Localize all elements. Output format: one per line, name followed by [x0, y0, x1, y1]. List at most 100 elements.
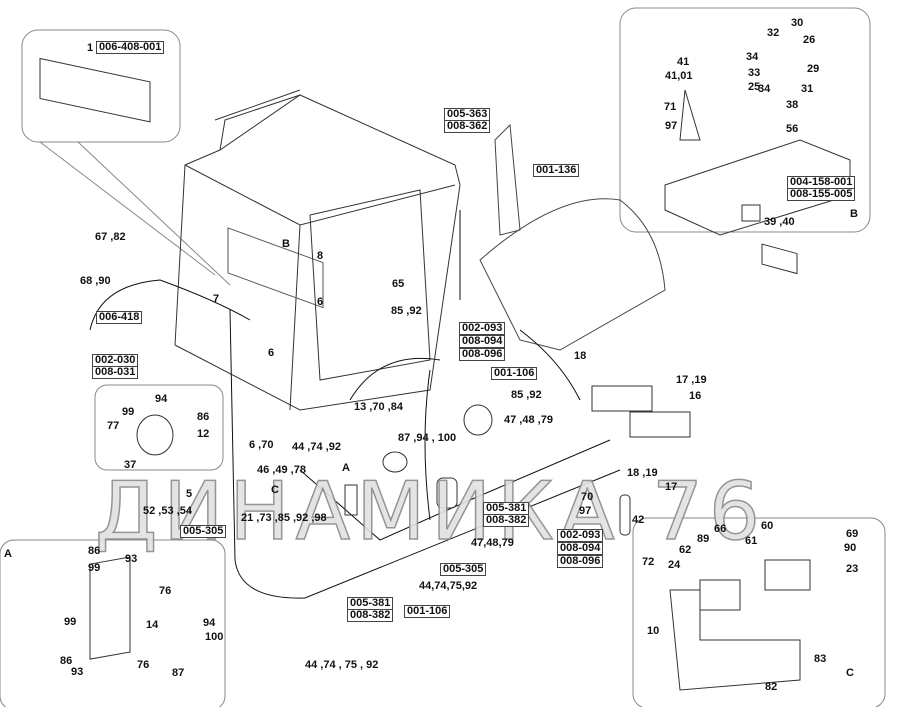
part-label: 97 [579, 505, 592, 517]
part-code-box: 005-305 [440, 563, 487, 576]
part-label: 87 ,94 , 100 [398, 432, 457, 444]
part-label: 31 [801, 83, 814, 95]
detail-a-frame [0, 539, 226, 707]
part-label: 77 [107, 420, 120, 432]
part-label: 10 [647, 625, 660, 637]
part-label: 56 [786, 123, 799, 135]
part-code-box: 006-408-001 [96, 41, 165, 54]
view-marker: A [4, 548, 12, 560]
part-label: 67 ,82 [95, 231, 126, 243]
view-marker: B [850, 208, 858, 220]
part-label: 6 [268, 347, 275, 359]
part-code-box: 001-106 [404, 605, 451, 618]
part-label: 46 ,49 ,78 [257, 464, 306, 476]
part-code-box: 008-094 [557, 542, 604, 555]
part-label: 61 [745, 535, 758, 547]
part-code-box: 002-093 [459, 322, 506, 335]
part-label: 29 [807, 63, 820, 75]
part-label: 44 ,74 ,92 [292, 441, 341, 453]
part-label: 85 ,92 [511, 389, 542, 401]
part-code-box: 008-382 [347, 609, 394, 622]
part-label: 76 [159, 585, 172, 597]
part-label: 7 [213, 293, 220, 305]
part-code-box: 008-096 [557, 555, 604, 568]
part-label: 37 [124, 459, 137, 471]
part-label: 47,48,79 [471, 537, 514, 549]
cab-frame [174, 89, 461, 411]
part-label: 86 [60, 655, 73, 667]
part-label: 34 [758, 83, 771, 95]
part-code-box: 001-106 [491, 367, 538, 380]
part-label: 87 [172, 667, 185, 679]
part-label: 94 [203, 617, 216, 629]
part-label: 24 [668, 559, 681, 571]
part-code-box: 008-031 [92, 366, 139, 379]
part-code-box: 008-155-005 [787, 188, 856, 201]
part-label: 69 [846, 528, 859, 540]
part-label: 99 [88, 562, 101, 574]
part-label: 97 [665, 120, 678, 132]
part-label: 99 [64, 616, 77, 628]
watermark: ДИНАМИКА 76 [94, 464, 766, 559]
part-label: 71 [664, 101, 677, 113]
part-label: 18 [574, 350, 587, 362]
part-label: 86 [88, 545, 101, 557]
part-label: 47 ,48 ,79 [504, 414, 553, 426]
part-label: 6 [317, 296, 324, 308]
part-label: 44 ,74 , 75 , 92 [305, 659, 379, 671]
part-label: 23 [846, 563, 859, 575]
detail-b-frame [619, 7, 871, 233]
part-label: 65 [392, 278, 405, 290]
part-code-box: 005-305 [180, 525, 227, 538]
part-label: 26 [803, 34, 816, 46]
part-label: 21 ,73 ,85 ,92 ,98 [241, 512, 327, 524]
part-code-box: 008-094 [459, 335, 506, 348]
view-marker: A [342, 462, 350, 474]
part-label: 42 [632, 514, 645, 526]
part-label: 99 [122, 406, 135, 418]
part-code-box: 001-136 [533, 164, 580, 177]
part-code-box: 006-418 [96, 311, 143, 324]
part-label: 6 ,70 [249, 439, 274, 451]
part-label: 25 [748, 81, 761, 93]
part-label: 1 [87, 42, 94, 54]
detail-callout-panel [21, 29, 181, 143]
part-label: 89 [697, 533, 710, 545]
part-label: 93 [125, 553, 138, 565]
part-code-box: 008-362 [444, 120, 491, 133]
part-label: 94 [155, 393, 168, 405]
part-label: 72 [642, 556, 655, 568]
part-label: 66 [714, 523, 727, 535]
part-label: 85 ,92 [391, 305, 422, 317]
detail-c-frame [632, 517, 886, 707]
part-label: 12 [197, 428, 210, 440]
part-label: 39 ,40 [764, 216, 795, 228]
part-label: 16 [689, 390, 702, 402]
part-label: 13 ,70 ,84 [354, 401, 403, 413]
part-label: 8 [317, 250, 324, 262]
part-label: 82 [765, 681, 778, 693]
part-label: 41 [677, 56, 690, 68]
part-label: 34 [746, 51, 759, 63]
part-label: 76 [137, 659, 150, 671]
part-label: 52 ,53 ,54 [143, 505, 192, 517]
wiring-harness [89, 210, 621, 599]
part-label: 68 ,90 [80, 275, 111, 287]
detail-horn-frame [94, 384, 224, 471]
part-label: 70 [581, 491, 594, 503]
part-label: 14 [146, 619, 159, 631]
view-marker: C [846, 667, 854, 679]
part-label: 38 [786, 99, 799, 111]
part-label: 17 ,19 [676, 374, 707, 386]
part-label: 93 [71, 666, 84, 678]
part-label: 83 [814, 653, 827, 665]
part-label: 5 [186, 488, 193, 500]
part-label: 18 ,19 [627, 467, 658, 479]
part-label: 17 [665, 481, 678, 493]
part-label: 100 [205, 631, 224, 643]
view-marker: B [282, 238, 290, 250]
part-code-box: 002-093 [557, 529, 604, 542]
view-marker: C [271, 484, 279, 496]
